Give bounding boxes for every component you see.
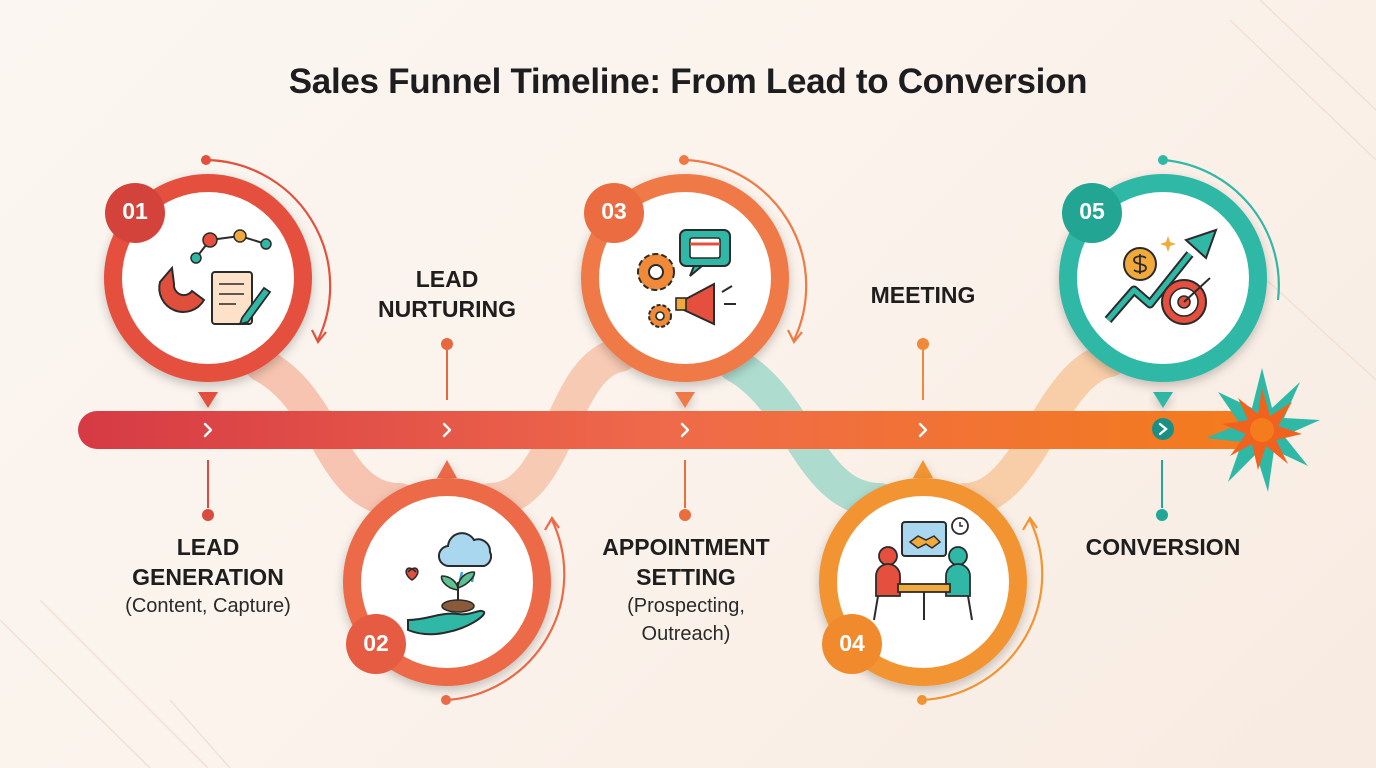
diagram-title: Sales Funnel Timeline: From Lead to Conv… [288,62,1088,101]
stage-4-name: MEETING [870,282,976,308]
hand-plant-cloud-icon [405,532,493,636]
stage-3-description: (Prospecting, Outreach) [627,595,745,645]
stage-2-number: 02 [363,630,389,656]
stage-3-name: APPOINTMENT SETTING [602,534,770,590]
chevron-right-icon [203,422,213,438]
timeline-bar [78,411,1258,449]
meeting-handshake-icon [873,517,973,621]
chevron-right-icon [442,422,452,438]
growth-target-dollar-icon [1104,228,1218,325]
chevron-right-icon [680,422,690,438]
stage-2-node [343,460,566,705]
connector-tick-4 [917,338,929,400]
starburst-icon [1206,368,1320,492]
connector-tick-1 [202,460,214,521]
stage-1-node [104,155,332,408]
connector-tick-5 [1156,460,1168,521]
stage-1-number: 01 [122,198,148,224]
stage-1-description: (Content, Capture) [125,595,291,617]
chevron-circle-icon [1152,418,1174,440]
magnet-network-document-icon [158,229,272,326]
stage-3-number: 03 [601,198,627,224]
stage-4-number: 04 [839,630,865,656]
chevron-right-icon [918,422,928,438]
connector-tick-2 [441,338,453,400]
stage-1-name: LEAD GENERATION [132,534,284,590]
connector-tick-3 [679,460,691,521]
gears-calendar-megaphone-icon [637,229,736,328]
stage-5-number: 05 [1079,198,1105,224]
stage-3-node [581,155,808,408]
stage-4-node [819,460,1044,705]
stage-5-node [1059,155,1280,408]
stage-5-name: CONVERSION [1085,534,1241,560]
stage-2-name: LEAD NURTURING [378,266,516,322]
